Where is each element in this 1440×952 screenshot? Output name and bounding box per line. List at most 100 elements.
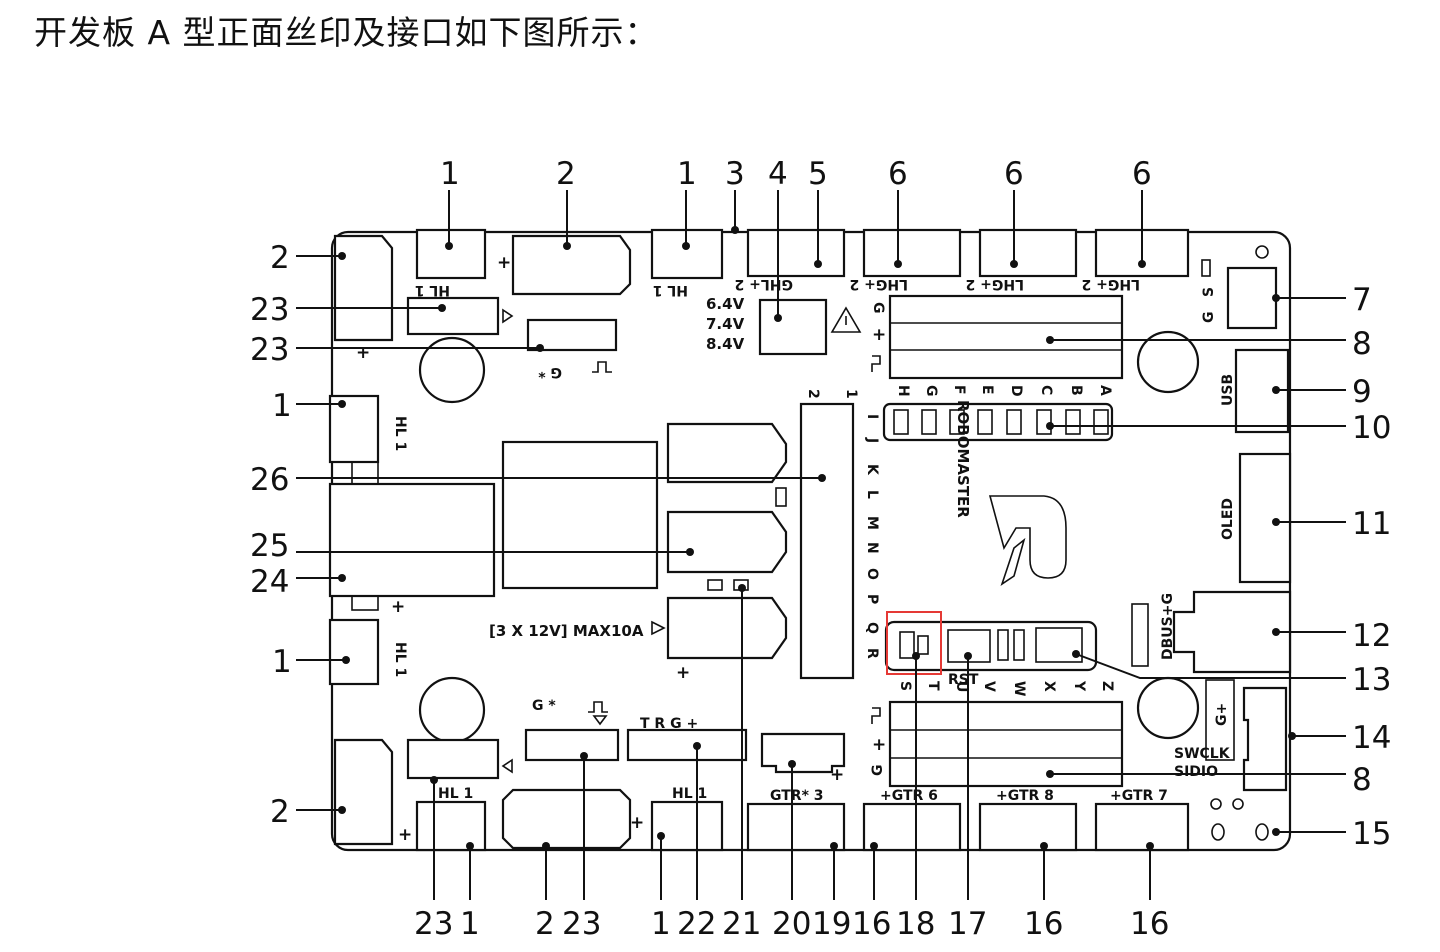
led-cells <box>893 409 1109 435</box>
callout-right-9: 8 <box>1352 762 1372 798</box>
silk-s: S <box>1201 287 1217 297</box>
capacitor-bottom-right <box>1136 676 1200 740</box>
callouts-right: 7 8 9 10 11 12 13 14 8 15 <box>1352 282 1391 852</box>
callout-right-6: 12 <box>1352 618 1391 654</box>
dbus-connector <box>1172 590 1292 674</box>
connector-lhg-1 <box>862 228 962 278</box>
callout-right-3: 9 <box>1352 374 1372 410</box>
callout-bottom-10: 16 <box>852 906 891 942</box>
callout-bottom-12: 17 <box>948 906 987 942</box>
svg-text:M: M <box>864 516 880 530</box>
callout-top-1: 1 <box>440 156 460 192</box>
pwm-symbol-a <box>592 361 612 373</box>
led-row <box>882 402 1114 442</box>
switch-18-b <box>917 635 929 655</box>
svg-text:G: G <box>923 385 939 397</box>
svg-text:B: B <box>1068 385 1084 396</box>
silk-hl1-bottom-left: HL 1 <box>438 786 473 802</box>
connector-23-a <box>406 296 500 336</box>
svg-text:P: P <box>864 594 880 604</box>
connector-23-c <box>406 738 500 780</box>
svg-text:L: L <box>864 490 880 499</box>
user-button <box>1035 627 1083 663</box>
callout-right-10: 15 <box>1352 816 1391 852</box>
callout-bottom-13: 16 <box>1024 906 1063 942</box>
svg-text:A: A <box>1097 385 1113 396</box>
silk-plus-pwm-top: + <box>872 325 886 345</box>
connector-gtr3 <box>746 802 846 852</box>
power-out-3 <box>666 596 788 660</box>
silk-hl1-a: HL 1 <box>415 282 450 298</box>
svg-text:K: K <box>864 464 880 476</box>
capacitor-top-right <box>1136 330 1200 394</box>
silk-1: 1 <box>843 389 859 399</box>
mount-hole-bl <box>1211 823 1225 841</box>
callout-right-5: 11 <box>1352 506 1391 542</box>
svg-text:Y: Y <box>1071 680 1087 692</box>
page-heading: 开发板 A 型正面丝印及接口如下图所示： <box>34 13 659 52</box>
arrow-marker-a <box>502 308 514 324</box>
silk-brand: ROBOMASTER <box>954 400 972 518</box>
svg-text:N: N <box>864 542 880 554</box>
silk-lhg-1: LHG+ 2 <box>850 276 908 292</box>
callout-top-6: 5 <box>808 156 828 192</box>
silk-lhg-3: LHG+ 2 <box>1082 276 1140 292</box>
silk-g-star: G * <box>538 364 562 380</box>
svg-text:H: H <box>895 385 911 397</box>
expansion-header-26 <box>799 402 855 680</box>
silk-plus-left-mid: + <box>391 597 405 617</box>
svg-text:C: C <box>1038 385 1054 395</box>
callout-bottom-5: 1 <box>651 906 671 942</box>
callout-left-2: 23 <box>250 292 289 328</box>
capacitor-top-left <box>418 336 486 404</box>
silk-power-label: [3 X 12V] MAX10A <box>489 622 644 640</box>
xt30-top <box>511 234 632 296</box>
silk-voltage-2: 7.4V <box>706 315 745 333</box>
svg-text:O: O <box>864 568 880 580</box>
svg-text:I: I <box>864 414 880 419</box>
connector-gtr8 <box>978 802 1078 852</box>
connector-7 <box>1226 266 1278 330</box>
voltage-switch <box>758 298 828 356</box>
robomaster-logo <box>988 495 1067 586</box>
silk-voltage-1: 6.4V <box>706 295 745 313</box>
silk-lhg-2: LHG+ 2 <box>966 276 1024 292</box>
silk-hl1-left-bottom: HL 1 <box>392 642 408 677</box>
silk-plus-center: + <box>676 663 690 683</box>
connector-hl1-bottom <box>650 800 724 852</box>
callout-right-4: 10 <box>1352 410 1391 446</box>
connector-23-d <box>524 728 620 762</box>
silk-swclk: SWCLK <box>1174 746 1231 762</box>
switch-18-a <box>899 631 915 659</box>
callout-top-2: 2 <box>556 156 576 192</box>
silk-trg: T R G + <box>640 716 698 732</box>
silk-oled: OLED <box>1220 498 1236 540</box>
led-21-a <box>707 579 723 591</box>
callout-left-3: 23 <box>250 332 289 368</box>
callout-bottom-6: 22 <box>677 906 716 942</box>
connector-23-b <box>526 318 618 352</box>
silk-usb: USB <box>1220 374 1236 406</box>
callout-bottom-11: 18 <box>896 906 935 942</box>
callout-left-5: 26 <box>250 462 289 498</box>
silk-hl1-left-top: HL 1 <box>392 416 408 451</box>
callout-left-8: 1 <box>272 644 292 680</box>
silk-plus-pwm-bottom: + <box>872 735 886 755</box>
callouts-bottom: 23 1 2 23 1 22 21 20 19 16 18 17 16 16 <box>414 906 1169 942</box>
mount-hole-top <box>1255 245 1269 259</box>
silk-g: G <box>1201 312 1217 324</box>
pwm-header-bottom <box>888 700 1124 788</box>
callout-right-8: 14 <box>1352 720 1391 756</box>
capacitor-bottom-left <box>418 676 486 744</box>
callout-right-2: 8 <box>1352 326 1372 362</box>
callout-top-7: 6 <box>888 156 908 192</box>
svg-text:Q: Q <box>864 622 880 634</box>
callout-bottom-8: 20 <box>772 906 811 942</box>
connector-hl1-left-bottom <box>328 618 380 686</box>
callout-right-7: 13 <box>1352 662 1391 698</box>
letters-bottom-row: S T U V W X Y Z <box>897 680 1115 696</box>
connector-gtr6 <box>862 802 962 852</box>
callout-left-4: 1 <box>272 388 292 424</box>
silk-plus-top: + <box>497 253 511 273</box>
